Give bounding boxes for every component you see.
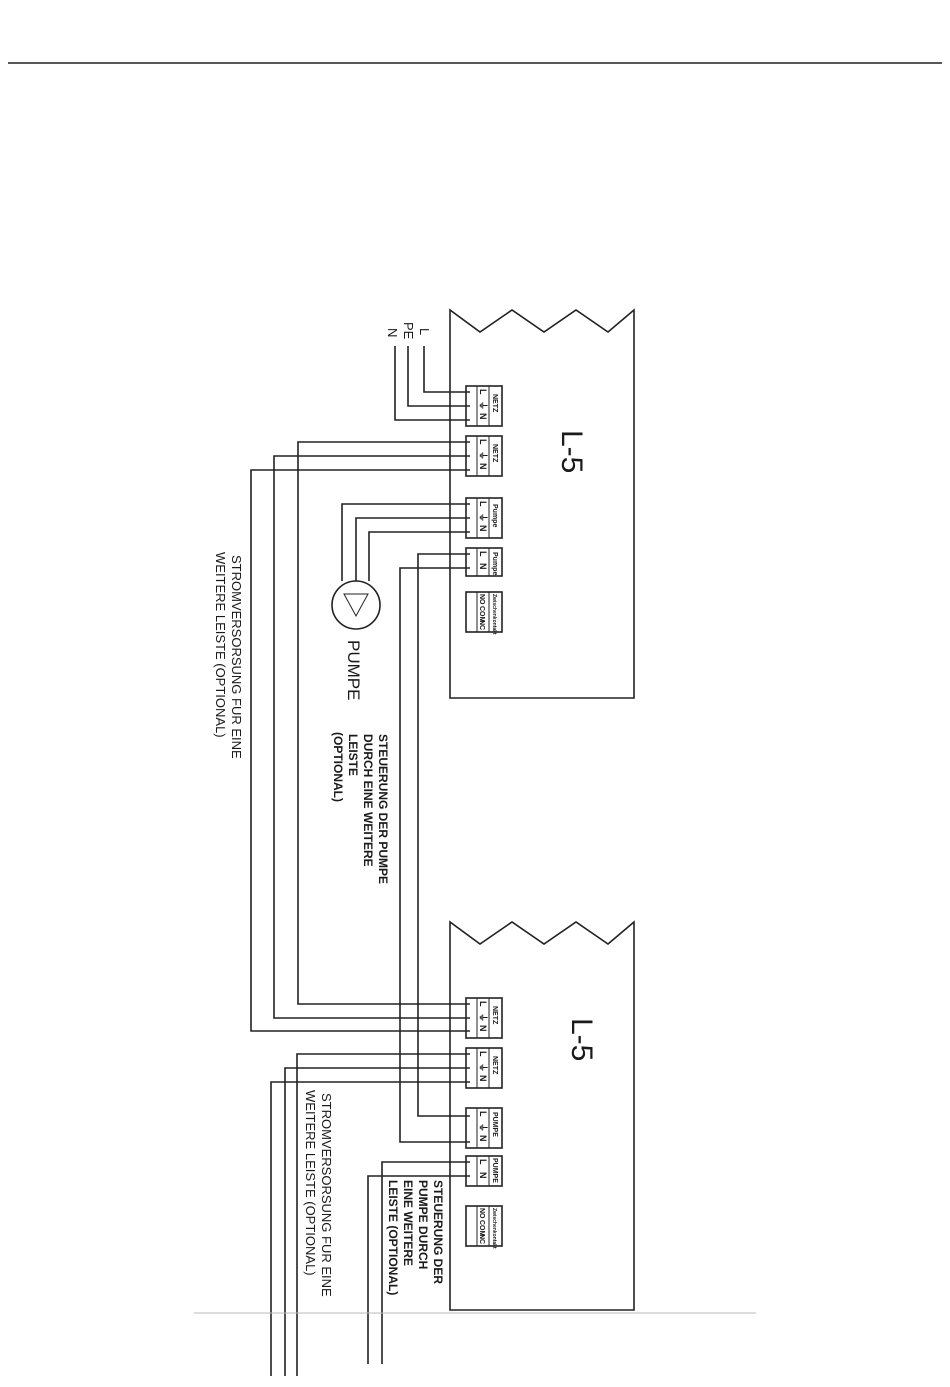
svg-text:N: N xyxy=(478,1172,488,1179)
wire-link-netz-n xyxy=(250,469,470,1032)
controller-2: L-5 NETZ L ⏚ N NETZ L ⏚ N PUMPE L ⏚ N xyxy=(449,920,635,1311)
supply-label-pe: PE xyxy=(401,322,416,340)
svg-text:L: L xyxy=(478,1111,488,1117)
svg-text:L: L xyxy=(478,1159,488,1165)
wire-link-netz-pe xyxy=(273,455,470,1019)
wire-supply-l xyxy=(423,346,470,393)
control-note-bottom-line-4: LEISTE (OPTIONAL) xyxy=(386,1180,400,1295)
svg-text:NO: NO xyxy=(478,1208,485,1219)
svg-text:COM: COM xyxy=(478,606,485,623)
svg-text:N: N xyxy=(478,413,488,420)
svg-text:N: N xyxy=(478,525,488,532)
controller-1: L-5 NETZ L ⏚ N NETZ L ⏚ N Pumpe L xyxy=(449,308,635,699)
wire-pump-l xyxy=(341,503,470,581)
supply-note-bottom-line-1: STROMVERSORSUNG FUR EINE xyxy=(319,1093,334,1297)
controller-1-terminal-netz-2: NETZ L ⏚ N xyxy=(465,435,503,477)
controller-1-terminal-pumpe-2: Pumpe L N xyxy=(465,547,503,577)
svg-text:L: L xyxy=(478,501,488,507)
svg-text:NETZ: NETZ xyxy=(491,1056,498,1075)
controller-2-terminal-pumpe-1: PUMPE L ⏚ N xyxy=(465,1107,503,1149)
svg-text:⏚: ⏚ xyxy=(478,1013,488,1022)
svg-text:NC: NC xyxy=(478,1234,485,1244)
svg-text:L: L xyxy=(478,1051,488,1057)
wire-out-pump-n xyxy=(367,1175,470,1364)
controller-2-terminal-relay: Zwischenkontakt NO COM NC xyxy=(465,1205,503,1249)
controller-2-terminal-pumpe-2: PUMPE L N xyxy=(465,1155,503,1187)
svg-text:Pumpe: Pumpe xyxy=(491,504,498,527)
svg-text:L: L xyxy=(478,389,488,395)
wire-link-pump-l xyxy=(417,553,470,1117)
controller-2-name: L-5 xyxy=(565,1018,598,1061)
svg-text:N: N xyxy=(478,563,488,570)
svg-text:L: L xyxy=(478,551,488,557)
wire-supply-pe xyxy=(407,346,470,407)
wire-link-pump-n xyxy=(399,567,470,1143)
control-note-top-line-1: STEUERUNG DER PUMPE xyxy=(376,734,390,884)
controller-1-name: L-5 xyxy=(555,430,588,473)
svg-text:⏚: ⏚ xyxy=(478,451,488,460)
wire-pump-pe xyxy=(355,517,470,581)
wire-out-netz-n xyxy=(270,1081,470,1376)
svg-text:PUMPE: PUMPE xyxy=(491,1158,498,1183)
controller-1-terminal-pumpe-1: Pumpe L ⏚ N xyxy=(465,497,503,539)
controller-2-terminal-netz-1: NETZ L ⏚ N xyxy=(465,997,503,1039)
svg-text:NO: NO xyxy=(478,594,485,605)
controller-2-terminal-netz-2: NETZ L ⏚ N xyxy=(465,1047,503,1089)
svg-text:NC: NC xyxy=(478,620,485,630)
controller-1-terminal-relay: Zwischenkontakt NO COM NC xyxy=(465,591,503,635)
wire-link-netz-l xyxy=(297,441,470,1005)
svg-text:Zwischenkontakt: Zwischenkontakt xyxy=(491,594,497,635)
controller-1-housing xyxy=(449,308,635,699)
controller-2-housing xyxy=(449,920,635,1311)
svg-text:COM: COM xyxy=(478,1220,485,1237)
svg-text:PUMPE: PUMPE xyxy=(491,1112,498,1137)
svg-text:N: N xyxy=(478,1025,488,1032)
control-note-bottom-line-1: STEUERUNG DER xyxy=(431,1180,445,1284)
svg-text:N: N xyxy=(478,1135,488,1142)
wire-out-pump-l xyxy=(381,1161,470,1364)
pump-symbol xyxy=(331,580,381,630)
svg-text:⏚: ⏚ xyxy=(478,401,488,410)
wire-pump-n xyxy=(368,531,470,581)
control-note-top-line-3: LEISTE xyxy=(346,734,360,776)
svg-text:NETZ: NETZ xyxy=(491,1006,498,1025)
supply-note-top-line-1: STROMVERSORSUNG FUR EINE xyxy=(229,555,244,759)
svg-text:NETZ: NETZ xyxy=(491,394,498,413)
svg-text:⏚: ⏚ xyxy=(478,513,488,522)
svg-text:Zwischenkontakt: Zwischenkontakt xyxy=(491,1208,497,1249)
wire-supply-n xyxy=(394,346,470,421)
control-note-bottom-line-2: PUMPE DURCH xyxy=(416,1180,430,1269)
svg-text:N: N xyxy=(478,1075,488,1082)
wire-out-netz-l xyxy=(296,1053,470,1376)
svg-text:L: L xyxy=(478,1001,488,1007)
supply-note-bottom-line-2: WEITERE LEISTE (OPTIONAL) xyxy=(303,1090,318,1276)
supply-label-n: N xyxy=(385,328,400,337)
svg-text:L: L xyxy=(478,439,488,445)
controller-1-terminal-netz-1: NETZ L ⏚ N xyxy=(465,385,503,427)
supply-note-top-line-2: WEITERE LEISTE (OPTIONAL) xyxy=(213,552,228,738)
svg-text:NETZ: NETZ xyxy=(491,444,498,463)
control-note-top-line-2: DURCH EINE WEITERE xyxy=(361,734,375,867)
svg-text:⏚: ⏚ xyxy=(478,1123,488,1132)
wire-out-netz-pe xyxy=(284,1067,470,1376)
svg-text:N: N xyxy=(478,463,488,470)
pump-label: PUMPE xyxy=(344,640,363,700)
control-note-top-line-4: (OPTIONAL) xyxy=(331,732,345,802)
svg-text:⏚: ⏚ xyxy=(478,1063,488,1072)
control-note-bottom-line-3: EINE WEITERE xyxy=(401,1180,415,1266)
supply-label-l: L xyxy=(417,328,432,335)
svg-text:Pumpe: Pumpe xyxy=(491,552,498,575)
